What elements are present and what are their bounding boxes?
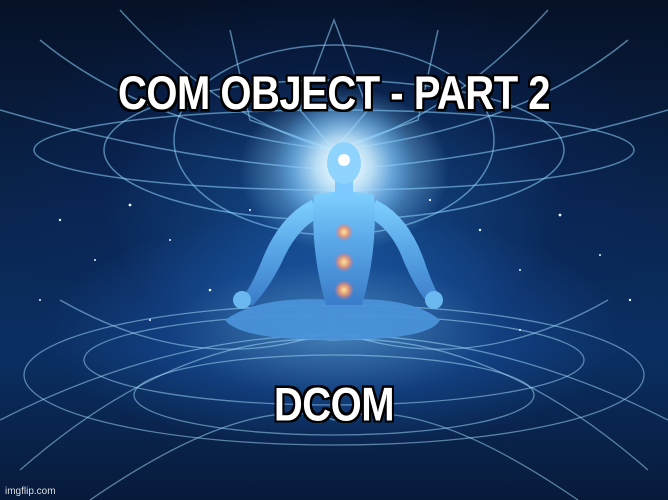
stars (39, 198, 632, 331)
meme-top-text: COM OBJECT - PART 2 (117, 67, 551, 120)
meditating-figure (225, 142, 443, 340)
watermark-text: imgflip.com (5, 486, 56, 497)
meme-bottom-text: DCOM (273, 378, 395, 431)
